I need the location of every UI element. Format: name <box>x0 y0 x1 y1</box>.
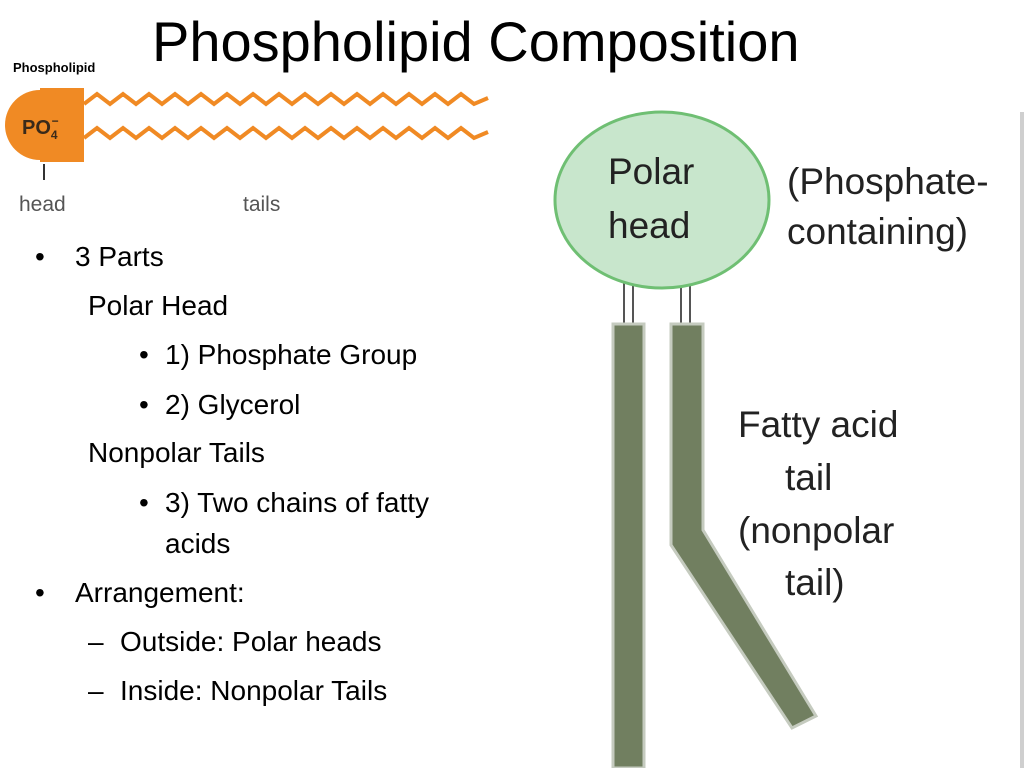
bullet-text: Nonpolar Tails <box>88 437 265 468</box>
bullet-item: • 2) Glycerol <box>139 389 301 421</box>
bullet-text: Arrangement: <box>75 577 245 608</box>
bullet-item: • 3 Parts <box>35 241 164 273</box>
mini-head-formula-sub: 4 <box>51 128 58 142</box>
bullet-item: – Outside: Polar heads <box>88 626 382 658</box>
phospholipid-structure-diagram: Polar head (Phosphate- containing) Fatty… <box>540 100 1024 773</box>
tail-label-line2: tail <box>785 457 833 498</box>
slide-title: Phospholipid Composition <box>152 10 800 73</box>
phospholipid-label: Phospholipid <box>13 60 96 75</box>
bullet-marker: • <box>139 389 149 420</box>
mini-phospholipid-graphic: PO4− <box>5 88 489 187</box>
bullet-marker: • <box>139 487 149 518</box>
phosphate-note-line2: containing) <box>787 211 969 252</box>
bullet-text: acids <box>165 528 231 559</box>
mini-tail-lower <box>82 125 489 141</box>
mini-phospholipid-diagram: PO4− <box>0 80 500 187</box>
bullet-marker: – <box>88 675 104 706</box>
bullet-marker: • <box>35 577 45 608</box>
tail-connector-left <box>623 279 634 327</box>
bullet-text: 1) Phosphate Group <box>165 339 418 370</box>
polar-head-label-line2: head <box>608 205 691 246</box>
bullet-text: Inside: Nonpolar Tails <box>120 675 388 706</box>
tail-label-line1: Fatty acid <box>738 404 899 445</box>
phosphate-note-line1: (Phosphate- <box>787 161 989 202</box>
bullet-item: Nonpolar Tails <box>88 437 265 469</box>
mini-head-formula-base: PO <box>22 117 51 139</box>
bullet-text: 3) Two chains of fatty <box>165 487 430 518</box>
mini-tail-upper <box>82 91 489 107</box>
bullet-item: • 1) Phosphate Group <box>139 339 418 371</box>
phospholipid-structure-graphic <box>553 110 1024 770</box>
mini-head-caption: head <box>19 193 66 216</box>
bullet-item: – Inside: Nonpolar Tails <box>88 675 388 707</box>
bullet-marker: • <box>139 339 149 370</box>
mini-head-circle <box>5 90 75 160</box>
bullet-text: 3 Parts <box>75 241 164 272</box>
fatty-acid-tail-straight <box>611 322 646 770</box>
bullet-item: acids <box>165 528 231 560</box>
mini-tails-caption: tails <box>243 193 281 216</box>
bullet-text: Polar Head <box>88 290 229 321</box>
polar-head-label-line1: Polar <box>608 151 695 192</box>
diagram-frame-edge <box>1020 112 1024 768</box>
bullet-text: 2) Glycerol <box>165 389 301 420</box>
polar-head-circle <box>553 110 771 290</box>
bullet-marker: – <box>88 626 104 657</box>
bullet-item: Polar Head <box>88 290 229 322</box>
bullet-item: • 3) Two chains of fatty <box>139 487 430 519</box>
bullet-marker: • <box>35 241 45 272</box>
mini-head-formula: PO4− <box>22 114 59 142</box>
tail-label-line4: tail) <box>785 562 845 603</box>
mini-head-formula-sup: − <box>52 114 59 128</box>
tail-label-line3: (nonpolar <box>738 510 895 551</box>
bullet-text: Outside: Polar heads <box>120 626 382 657</box>
bullet-item: • Arrangement: <box>35 577 245 609</box>
fatty-acid-tail-bent <box>669 322 819 730</box>
